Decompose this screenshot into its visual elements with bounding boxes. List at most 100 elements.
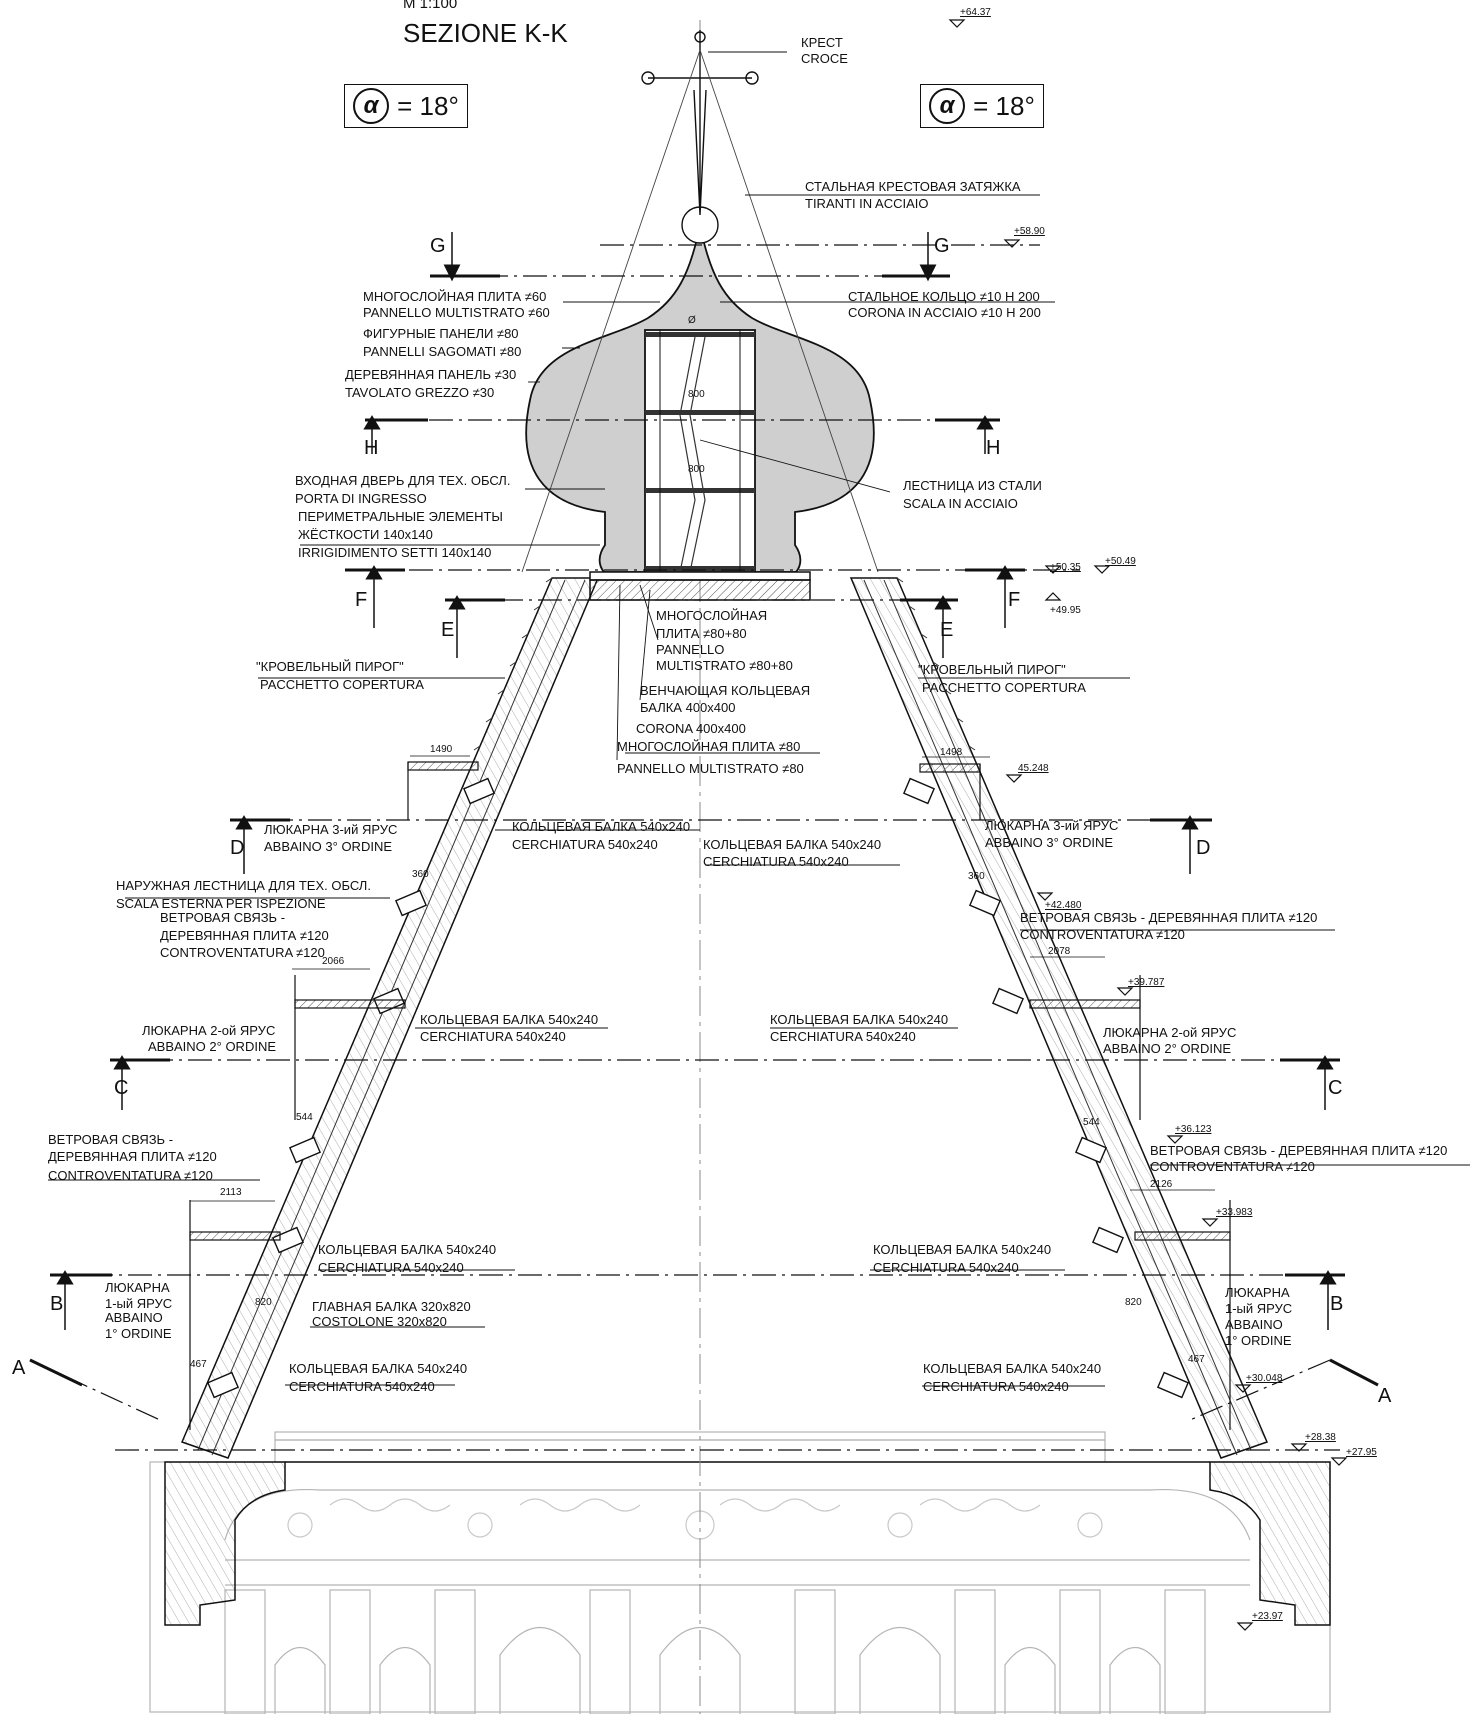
elevation-label: +58.90	[1014, 226, 1045, 237]
dimension-label: 467	[1188, 1354, 1205, 1365]
elevation-label: +23.97	[1252, 1611, 1283, 1622]
wind-bracing-label: CONTROVENTATURA ≠120	[1150, 1159, 1315, 1174]
crown-block	[589, 571, 811, 601]
dormer1-label: 1° ORDINE	[105, 1326, 172, 1341]
dimension-label: 2113	[220, 1187, 242, 1198]
steel-ties	[521, 49, 879, 573]
alpha-value: = 18°	[973, 90, 1035, 121]
section-mark-h: H	[986, 437, 1001, 459]
multilayer60-label: PANNELLO MULTISTRATO ≠60	[363, 305, 550, 320]
elevation-label: +36.123	[1175, 1124, 1212, 1135]
wood-panel-label: TAVOLATO GREZZO ≠30	[345, 385, 495, 400]
section-title: SEZIONE K-K	[403, 18, 568, 48]
wind-bracing-label: ВЕТРОВАЯ СВЯЗЬ - ДЕРЕВЯННАЯ ПЛИТА ≠120	[1150, 1143, 1448, 1158]
cornice	[164, 1461, 1331, 1626]
shaped-panels-label: ФИГУРНЫЕ ПАНЕЛИ ≠80	[363, 326, 519, 341]
wind-bracing-label: CONTROVENTATURA ≠120	[160, 945, 325, 960]
section-mark-g: G	[934, 235, 950, 257]
elevation-label: +50.35	[1050, 562, 1081, 573]
dimension-label: 2066	[322, 956, 345, 967]
ring-beam-label: КОЛЬЦЕВАЯ БАЛКА 540x240	[289, 1361, 468, 1376]
section-mark-e: E	[940, 619, 954, 641]
door-label: ВХОДНАЯ ДВЕРЬ ДЛЯ ТЕХ. ОБСЛ.	[295, 473, 511, 488]
onion-dome	[525, 224, 875, 573]
main-beam-label: ГЛАВНАЯ БАЛКА 320x820	[312, 1299, 471, 1314]
wind-bracing-label: ВЕТРОВАЯ СВЯЗЬ - ДЕРЕВЯННАЯ ПЛИТА ≠120	[1020, 910, 1318, 925]
steel-stair-label: ЛЕСТНИЦА ИЗ СТАЛИ	[903, 478, 1042, 493]
shaped-panels-label: PANNELLI SAGOMATI ≠80	[363, 344, 522, 359]
section-mark-a: A	[12, 1357, 26, 1379]
ring-beam-label: CERCHIATURA 540x240	[873, 1260, 1019, 1275]
spire-cross	[641, 30, 759, 244]
wind-bracing-label: ВЕТРОВАЯ СВЯЗЬ -	[48, 1132, 174, 1147]
dimension-label: 2078	[1048, 946, 1071, 957]
crown-beam-label: БАЛКА 400x400	[640, 700, 736, 715]
door-label: PORTA DI INGRESSO	[295, 491, 427, 506]
alpha-box-left: α = 18°	[344, 84, 468, 128]
elevation-label: +42.480	[1045, 900, 1082, 911]
dimension-label: 544	[296, 1112, 313, 1123]
dormer2-label: ЛЮКАРНА 2-ой ЯРУС	[1103, 1025, 1237, 1040]
elevation-label: +49.95	[1050, 605, 1081, 616]
elevation-label: +27.95	[1346, 1447, 1377, 1458]
elevation-label: +33.983	[1216, 1207, 1253, 1218]
multilayer-8080-label: МНОГОСЛОЙНАЯ	[656, 608, 768, 623]
wind-bracing-label: ДЕРЕВЯННАЯ ПЛИТА ≠120	[160, 928, 329, 943]
external-stair-label: SCALA ESTERNA PER ISPEZIONE	[116, 896, 326, 911]
dimension-label: Ø	[688, 315, 696, 326]
ring-beam-label: КОЛЬЦЕВАЯ БАЛКА 540x240	[512, 819, 691, 834]
dormer1-label: ABBAINO	[1225, 1317, 1283, 1332]
dimension-label: 800	[688, 464, 705, 475]
main-beam-label: COSTOLONE 320x820	[312, 1314, 447, 1329]
section-mark-c: C	[1328, 1077, 1343, 1099]
alpha-box-right: α = 18°	[920, 84, 1044, 128]
section-mark-f: F	[355, 589, 368, 611]
section-mark-b: B	[50, 1293, 64, 1315]
ring-beam-label: КОЛЬЦЕВАЯ БАЛКА 540x240	[923, 1361, 1102, 1376]
dormer3-label: ABBAINO 3° ORDINE	[264, 839, 393, 854]
dormer1-label: ЛЮКАРНА	[1225, 1285, 1290, 1300]
dimension-lines	[190, 755, 1215, 1202]
alpha-value: = 18°	[397, 90, 459, 121]
perimeter-label: ЖЁСТКОСТИ 140x140	[298, 527, 433, 542]
cross-label: КРЕСТ	[801, 35, 843, 50]
cut-lines	[29, 244, 1340, 1451]
ring-beam-label: CERCHIATURA 540x240	[289, 1379, 435, 1394]
dimension-label: 467	[190, 1359, 207, 1370]
scale-label: M 1:100	[403, 0, 458, 12]
section-mark-d: D	[230, 837, 245, 859]
dormer2-label: ЛЮКАРНА 2-ой ЯРУС	[142, 1023, 276, 1038]
dormer1-label: ABBAINO	[105, 1310, 163, 1325]
ring-beam-label: CERCHIATURA 540x240	[318, 1260, 464, 1275]
dimension-label: 1498	[940, 747, 963, 758]
roof-package-label: PACCHETTO COPERTURA	[922, 680, 1086, 695]
elevation-label: +30.048	[1246, 1373, 1283, 1384]
steel-ties-label: СТАЛЬНАЯ КРЕСТОВАЯ ЗАТЯЖКА	[805, 179, 1021, 194]
dormer3-label: ABBAINO 3° ORDINE	[985, 835, 1114, 850]
dormer1-label: 1-ый ЯРУС	[105, 1296, 173, 1311]
ring-beam-label: КОЛЬЦЕВАЯ БАЛКА 540x240	[770, 1012, 949, 1027]
wind-bracing-label: ДЕРЕВЯННАЯ ПЛИТА ≠120	[48, 1149, 217, 1164]
dormer2-label: ABBAINO 2° ORDINE	[148, 1039, 277, 1054]
ring-beam-label: КОЛЬЦЕВАЯ БАЛКА 540x240	[873, 1242, 1052, 1257]
dormer2-label: ABBAINO 2° ORDINE	[1103, 1041, 1232, 1056]
steel-ties-label: TIRANTI IN ACCIAIO	[805, 196, 929, 211]
multilayer-80-label: МНОГОСЛОЙНАЯ ПЛИТА ≠80	[617, 739, 801, 754]
section-mark-h: H	[364, 437, 379, 459]
section-mark-g: G	[430, 235, 446, 257]
crown-beam-label: CORONA 400x400	[636, 721, 746, 736]
dormers	[189, 761, 1231, 1430]
wind-bracing-label: ВЕТРОВАЯ СВЯЗЬ -	[160, 910, 286, 925]
cross-label: CROCE	[801, 51, 848, 66]
section-mark-d: D	[1196, 837, 1211, 859]
multilayer60-label: МНОГОСЛОЙНАЯ ПЛИТА ≠60	[363, 289, 547, 304]
cut-arrows	[29, 232, 1379, 1387]
steel-stair-label: SCALA IN ACCIAIO	[903, 496, 1018, 511]
steel-ring-label: CORONA IN ACCIAIO ≠10 H 200	[848, 305, 1041, 320]
ring-beam-label: CERCHIATURA 540x240	[703, 854, 849, 869]
roof-package-label: "КРОВЕЛЬНЫЙ ПИРОГ"	[918, 662, 1066, 677]
ring-beam-label: CERCHIATURA 540x240	[420, 1029, 566, 1044]
building-facade	[149, 1431, 1331, 1714]
alpha-icon: α	[929, 88, 966, 124]
